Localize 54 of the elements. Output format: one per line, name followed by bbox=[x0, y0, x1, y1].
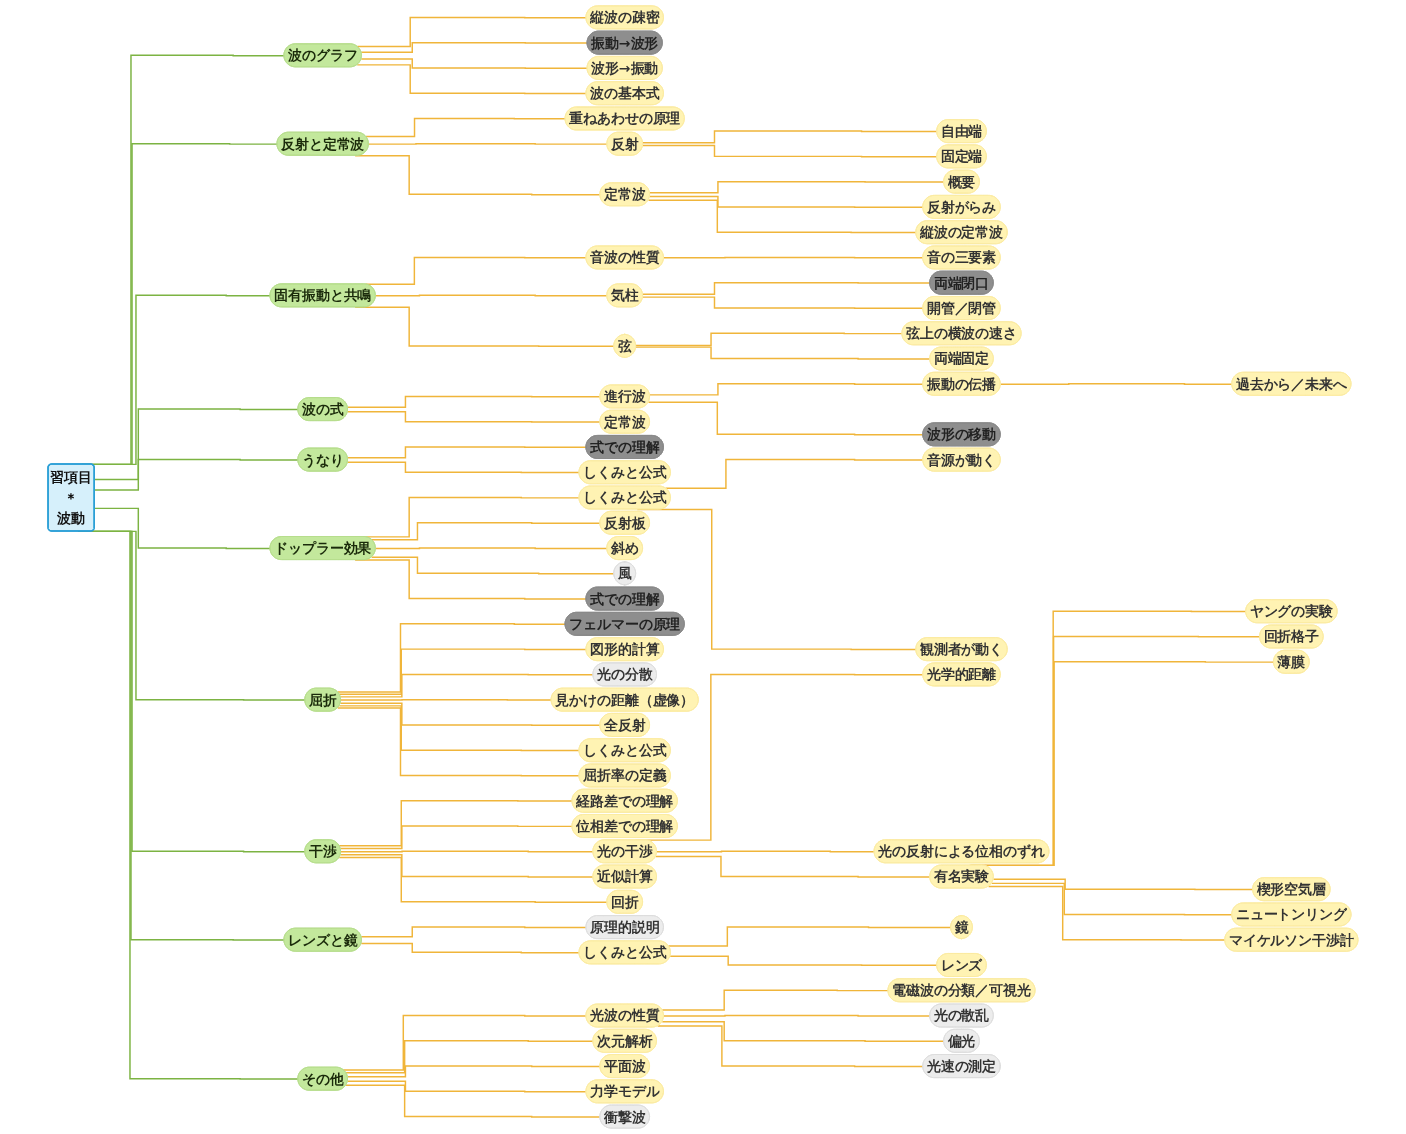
connector bbox=[642, 282, 931, 296]
connector bbox=[642, 144, 938, 158]
connector bbox=[360, 41, 589, 53]
connector bbox=[346, 410, 601, 423]
connector bbox=[635, 332, 903, 347]
connector bbox=[346, 395, 601, 408]
connector bbox=[999, 383, 1233, 385]
connector bbox=[669, 955, 938, 967]
connector bbox=[360, 58, 589, 70]
connector bbox=[368, 143, 608, 145]
connector bbox=[356, 16, 587, 48]
connector bbox=[635, 346, 931, 360]
connector bbox=[337, 707, 581, 777]
connector bbox=[987, 885, 1226, 941]
connector bbox=[346, 1065, 601, 1078]
connector bbox=[374, 294, 608, 297]
connector bbox=[647, 199, 917, 234]
connector bbox=[346, 1080, 587, 1093]
connector bbox=[647, 401, 924, 436]
connector bbox=[338, 648, 587, 695]
connector bbox=[990, 882, 1233, 916]
connector bbox=[661, 989, 890, 1011]
connector bbox=[337, 623, 567, 693]
connector bbox=[661, 1021, 945, 1042]
connector bbox=[374, 547, 608, 550]
connector bbox=[655, 855, 931, 878]
connector bbox=[338, 856, 608, 903]
connector bbox=[339, 825, 574, 850]
connector bbox=[992, 878, 1254, 891]
connector bbox=[667, 926, 952, 947]
connector bbox=[356, 64, 587, 95]
connector bbox=[663, 256, 924, 259]
connector bbox=[339, 702, 601, 727]
connector bbox=[346, 446, 587, 459]
connector bbox=[656, 850, 876, 853]
connector bbox=[642, 130, 938, 144]
connector bbox=[338, 800, 574, 847]
connector bbox=[649, 180, 945, 194]
connector bbox=[642, 296, 924, 310]
connector bbox=[345, 1040, 594, 1074]
connector bbox=[360, 926, 587, 938]
connector bbox=[665, 458, 924, 490]
connector bbox=[370, 556, 615, 575]
connector bbox=[656, 1025, 924, 1068]
connector bbox=[339, 673, 594, 698]
connector bbox=[649, 195, 924, 208]
connector bbox=[339, 854, 594, 878]
connector bbox=[338, 705, 581, 752]
connector bbox=[663, 1014, 931, 1017]
connector bbox=[345, 1084, 601, 1118]
connector bbox=[340, 850, 594, 853]
connector bbox=[340, 698, 553, 701]
connector bbox=[649, 383, 924, 396]
connector bbox=[365, 117, 567, 138]
